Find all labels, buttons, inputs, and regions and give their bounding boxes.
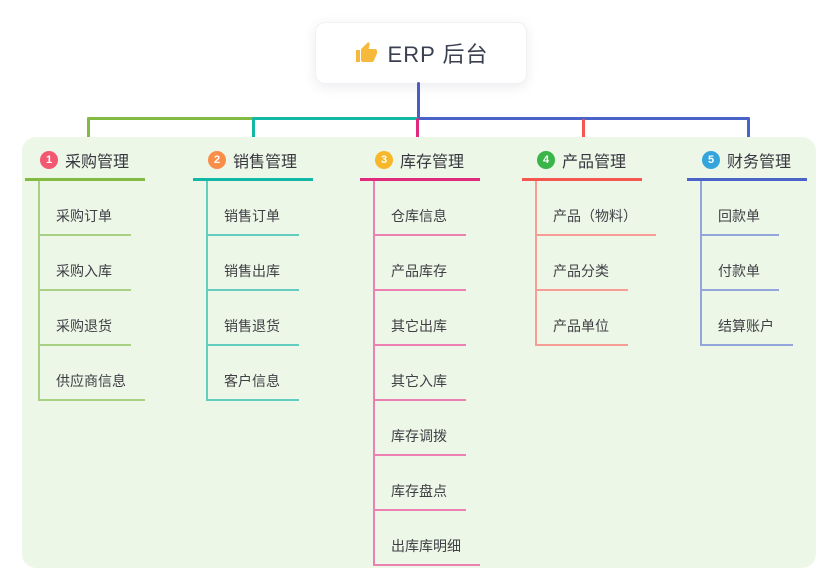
mindmap-node[interactable]: 销售退货 <box>206 291 353 346</box>
mindmap-node[interactable]: 供应商信息 <box>38 346 185 401</box>
mindmap-node[interactable]: 回款单 <box>700 181 839 236</box>
root-node[interactable]: ERP 后台 <box>315 22 527 84</box>
branch-header[interactable]: 3 库存管理 <box>360 148 480 181</box>
mindmap-node[interactable]: 产品库存 <box>373 236 520 291</box>
mindmap-node[interactable]: 库存调拨 <box>373 401 520 456</box>
mindmap-node[interactable]: 采购退货 <box>38 291 185 346</box>
branch-header[interactable]: 5 财务管理 <box>687 148 807 181</box>
branch-inventory: 3 库存管理 仓库信息 产品库存 其它出库 其它入库 库存调拨 库存盘点 出库库… <box>360 148 520 566</box>
branch-children: 产品（物料） 产品分类 产品单位 <box>535 181 682 346</box>
branch-number-badge: 5 <box>702 151 720 169</box>
mindmap-node[interactable]: 采购入库 <box>38 236 185 291</box>
branch-5-connector-h <box>418 117 750 120</box>
mindmap-node[interactable]: 产品单位 <box>535 291 682 346</box>
branch-finance: 5 财务管理 回款单 付款单 结算账户 <box>687 148 839 346</box>
branch-2-connector-drop <box>252 117 255 150</box>
branch-4-connector-drop <box>582 119 585 150</box>
mindmap-node[interactable]: 产品（物料） <box>535 181 682 236</box>
branches-panel <box>22 137 816 568</box>
branch-1-connector-h <box>87 117 253 120</box>
branch-number-badge: 2 <box>208 151 226 169</box>
mindmap-node[interactable]: 客户信息 <box>206 346 353 401</box>
mindmap-node[interactable]: 库存盘点 <box>373 456 520 511</box>
mindmap-node[interactable]: 结算账户 <box>700 291 839 346</box>
branch-children: 销售订单 销售出库 销售退货 客户信息 <box>206 181 353 401</box>
mindmap-node[interactable]: 其它出库 <box>373 291 520 346</box>
branch-header[interactable]: 4 产品管理 <box>522 148 642 181</box>
branch-children: 仓库信息 产品库存 其它出库 其它入库 库存调拨 库存盘点 出库库明细 <box>373 181 520 566</box>
branch-3-connector-drop <box>416 118 419 151</box>
trunk-connector <box>417 82 420 118</box>
branch-header[interactable]: 2 销售管理 <box>193 148 313 181</box>
branch-children: 回款单 付款单 结算账户 <box>700 181 839 346</box>
mindmap-node[interactable]: 销售出库 <box>206 236 353 291</box>
branch-title: 库存管理 <box>400 154 465 171</box>
mindmap-node[interactable]: 其它入库 <box>373 346 520 401</box>
branch-title: 采购管理 <box>65 154 130 171</box>
branch-children: 采购订单 采购入库 采购退货 供应商信息 <box>38 181 185 401</box>
mindmap-node[interactable]: 销售订单 <box>206 181 353 236</box>
mindmap-node[interactable]: 付款单 <box>700 236 839 291</box>
branch-purchase: 1 采购管理 采购订单 采购入库 采购退货 供应商信息 <box>25 148 185 401</box>
branch-number-badge: 4 <box>537 151 555 169</box>
branch-2-connector-h <box>252 117 418 120</box>
root-title: ERP 后台 <box>387 42 489 67</box>
mindmap-node[interactable]: 产品分类 <box>535 236 682 291</box>
branch-number-badge: 3 <box>375 151 393 169</box>
branch-1-connector-drop <box>87 117 90 150</box>
thumbs-up-icon <box>354 41 378 65</box>
branch-header[interactable]: 1 采购管理 <box>25 148 145 181</box>
branch-5-connector-drop <box>747 117 750 150</box>
branch-title: 产品管理 <box>562 154 627 171</box>
branch-title: 财务管理 <box>727 154 792 171</box>
branch-sales: 2 销售管理 销售订单 销售出库 销售退货 客户信息 <box>193 148 353 401</box>
branch-title: 销售管理 <box>233 154 298 171</box>
mindmap-node[interactable]: 采购订单 <box>38 181 185 236</box>
mindmap-node[interactable]: 仓库信息 <box>373 181 520 236</box>
branch-product: 4 产品管理 产品（物料） 产品分类 产品单位 <box>522 148 682 346</box>
mindmap-node[interactable]: 出库库明细 <box>373 511 520 566</box>
branch-number-badge: 1 <box>40 151 58 169</box>
